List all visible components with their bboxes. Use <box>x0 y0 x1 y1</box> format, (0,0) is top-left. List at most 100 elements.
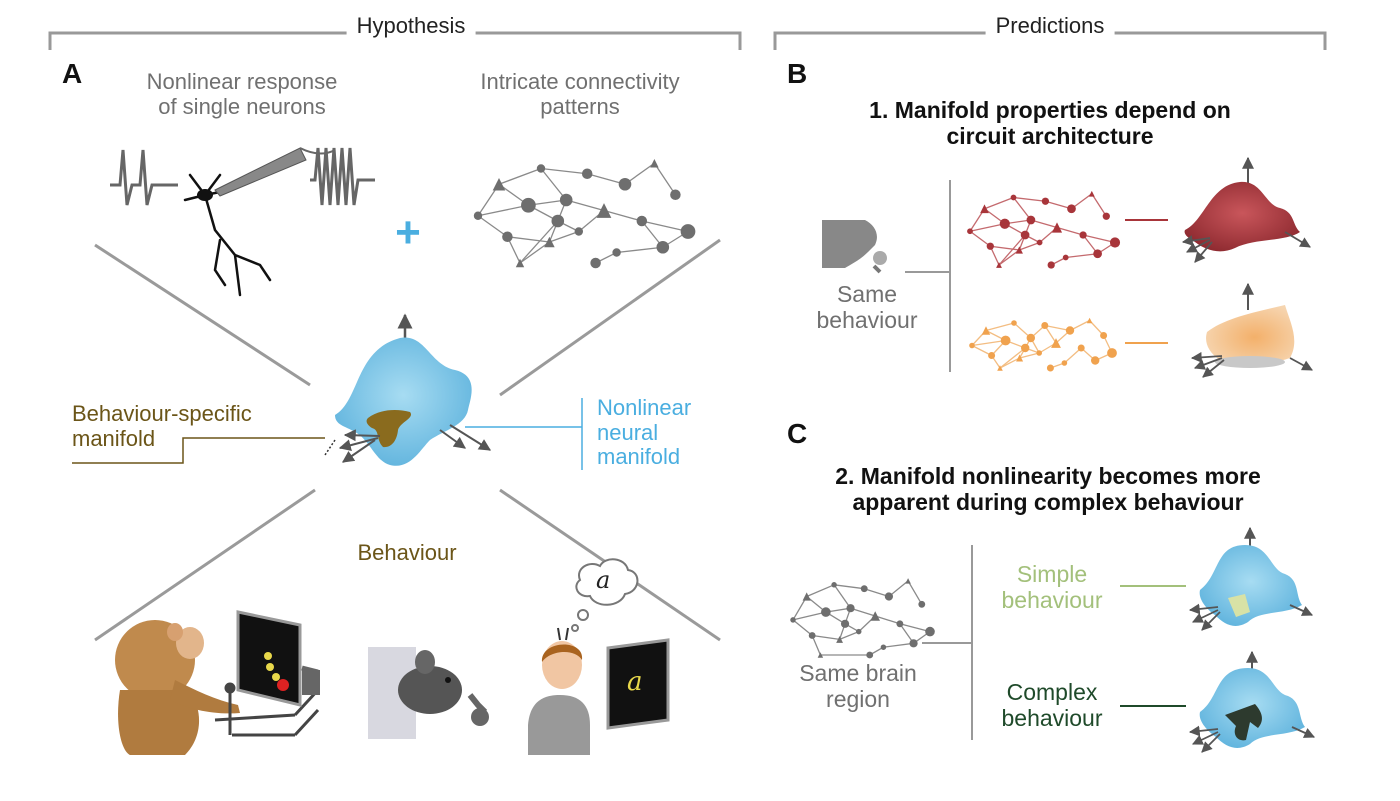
network-edge <box>1091 193 1107 217</box>
network-node <box>856 628 862 635</box>
network-node <box>612 248 621 257</box>
network-node <box>1016 354 1024 362</box>
network-edge <box>969 223 1005 232</box>
behaviour-label: Behaviour <box>357 540 457 565</box>
network-edge <box>792 611 827 621</box>
mouse-illustration <box>368 647 489 739</box>
network-node <box>656 240 670 254</box>
network-edge <box>999 357 1020 369</box>
predictions-header: Predictions <box>985 13 1115 39</box>
network-node <box>980 204 989 214</box>
network-edge <box>998 234 1026 266</box>
network-node <box>590 257 601 269</box>
network-edge <box>811 635 821 656</box>
network-node <box>502 231 513 242</box>
network-edge <box>875 615 901 625</box>
network-node <box>999 218 1010 229</box>
network-edge <box>990 245 1020 251</box>
network-node <box>1000 335 1011 346</box>
panel-label-b: B <box>787 58 808 89</box>
network-node <box>1067 204 1076 214</box>
network-edge <box>999 347 1026 369</box>
network-node <box>981 326 991 335</box>
network-edge <box>549 230 580 243</box>
network-node <box>1041 197 1050 205</box>
network-node <box>559 193 573 207</box>
network-node <box>581 168 593 179</box>
network-node <box>618 177 632 191</box>
network-edge <box>1019 352 1040 359</box>
network-node <box>817 652 824 658</box>
mouse-silhouette-b <box>822 220 887 274</box>
network-edge <box>1013 196 1046 202</box>
plus-sign: + <box>395 208 421 257</box>
network-node <box>1051 222 1063 233</box>
complex-behaviour-label: Complex behaviour <box>1001 679 1103 731</box>
network-node <box>969 342 975 349</box>
network-node <box>1107 348 1117 358</box>
monkey-monitor <box>236 610 320 707</box>
network-node <box>1036 350 1042 356</box>
network-node <box>905 578 911 584</box>
network-node <box>492 177 506 191</box>
network-edge <box>507 236 550 243</box>
network-node <box>1020 230 1030 240</box>
network-node <box>808 632 816 639</box>
network-node <box>670 189 681 200</box>
network-edge <box>969 230 991 247</box>
network-node <box>790 617 796 623</box>
network-edge <box>519 220 559 264</box>
network-edge <box>888 580 909 598</box>
network-node <box>521 197 536 213</box>
network-edge <box>1065 253 1098 259</box>
panel-label-c: C <box>787 418 808 449</box>
network-node <box>473 211 483 220</box>
network-node <box>967 228 973 235</box>
network-edge <box>603 209 642 222</box>
network-red-b <box>967 190 1121 269</box>
manifold-complex-c <box>1188 650 1315 753</box>
network-gray-a <box>473 159 696 269</box>
network-edge <box>653 162 676 196</box>
network-edge <box>1045 200 1072 210</box>
network-edge <box>899 623 931 633</box>
network-node <box>918 600 926 608</box>
network-node <box>1077 344 1085 352</box>
prediction-2-title: 2. Manifold nonlinearity becomes more ap… <box>835 463 1261 515</box>
network-edge <box>1044 324 1071 332</box>
network-node <box>866 651 874 659</box>
network-node <box>870 611 880 621</box>
network-node <box>1088 190 1095 197</box>
network-node <box>1020 343 1030 353</box>
network-node <box>1036 239 1043 246</box>
network-node <box>1102 212 1110 220</box>
network-edge <box>812 634 840 641</box>
network-edge <box>984 196 1014 210</box>
network-node <box>536 164 546 173</box>
screen-letter: a <box>627 667 643 697</box>
network-node <box>1086 317 1093 324</box>
network-node <box>988 352 996 359</box>
network-edge <box>587 173 626 185</box>
manifold-red-b <box>1181 156 1311 263</box>
network-edge <box>477 204 529 217</box>
network-node <box>650 159 659 168</box>
network-node <box>925 626 935 637</box>
network-edge <box>850 607 876 617</box>
network-node <box>551 214 565 228</box>
manifold-orange-b <box>1190 282 1313 378</box>
network-edge <box>540 168 567 201</box>
network-node <box>636 215 648 227</box>
network-node <box>1091 356 1100 365</box>
network-edge <box>971 339 1006 347</box>
network-node <box>1100 332 1108 339</box>
network-edge <box>834 584 865 590</box>
network-node <box>1061 360 1068 366</box>
network-orange-b <box>969 317 1117 372</box>
network-edge <box>540 167 588 175</box>
network-node <box>515 258 525 268</box>
panel-label-a: A <box>62 58 83 89</box>
network-edge <box>792 619 813 637</box>
network-node <box>1047 261 1055 269</box>
